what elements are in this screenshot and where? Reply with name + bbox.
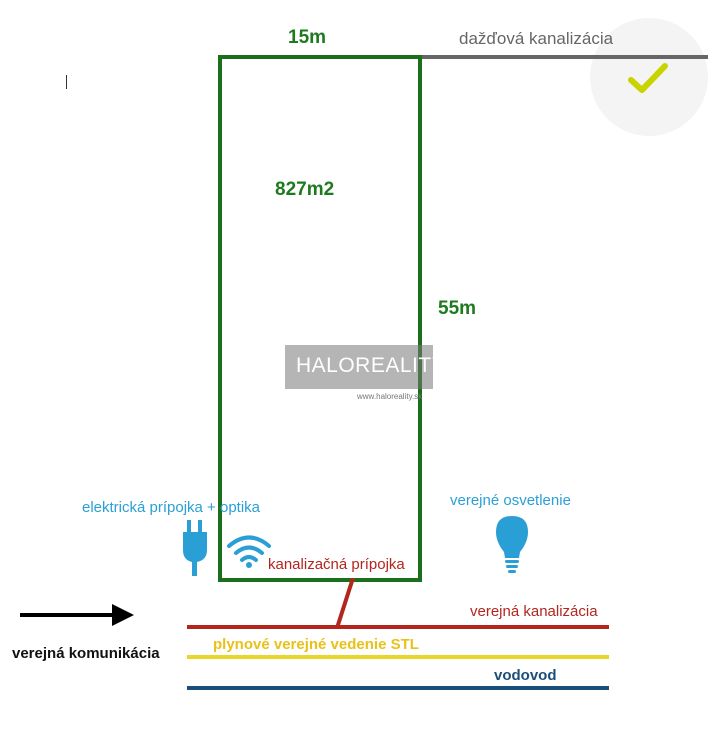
check-icon — [628, 63, 668, 93]
area-label: 827m2 — [275, 179, 335, 200]
storm-sewer-line — [418, 55, 708, 59]
plug-icon — [183, 520, 207, 576]
check-badge — [590, 18, 708, 136]
text-cursor — [66, 75, 67, 89]
light-bulb-icon — [496, 516, 528, 573]
arrow-right-icon — [20, 604, 134, 626]
sewer-connection-line — [335, 578, 355, 629]
water-line — [187, 686, 609, 690]
public-sewer-label: verejná kanalizácia — [470, 603, 598, 620]
length-label: 55m — [438, 298, 477, 319]
watermark-box — [285, 345, 433, 389]
public-sewer-line — [187, 625, 609, 629]
watermark-url: www.haloreality.sk — [357, 392, 423, 401]
width-label: 15m — [288, 27, 327, 48]
sewer-connection-label: kanalizačná prípojka — [268, 556, 405, 573]
watermark-brand: HALOREALITY — [296, 354, 447, 377]
wifi-icon — [227, 535, 271, 568]
electric-label: elektrická prípojka + optika — [82, 499, 261, 516]
gas-line — [187, 655, 609, 659]
water-label: vodovod — [494, 667, 557, 684]
road-label: verejná komunikácia — [12, 645, 160, 662]
land-plot-outline — [218, 55, 422, 582]
street-light-label: verejné osvetlenie — [450, 492, 571, 509]
gas-label: plynové verejné vedenie STL — [213, 636, 419, 653]
storm-sewer-label: dažďová kanalizácia — [459, 29, 614, 48]
